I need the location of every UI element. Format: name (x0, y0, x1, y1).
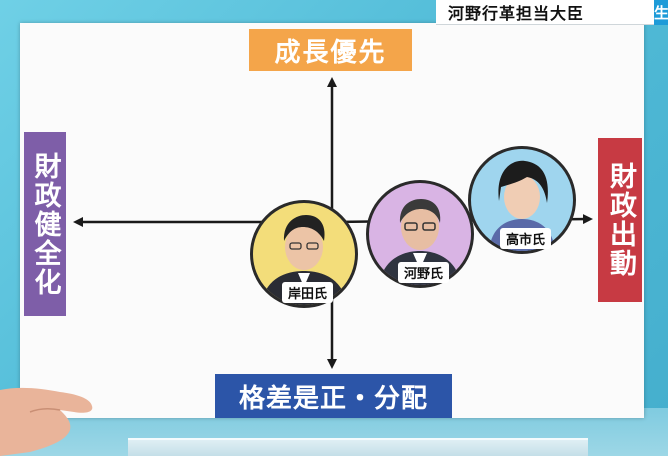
caption-tag: 生 (654, 0, 668, 25)
name-plate-kishida: 岸田氏 (282, 282, 334, 303)
axis-label-right: 財政出動 (598, 138, 642, 302)
caption-text: 河野行革担当大臣 (448, 4, 585, 23)
news-caption: 河野行革担当大臣 生 (436, 0, 668, 25)
name-plate-takaichi: 高市氏 (500, 228, 552, 249)
axis-label-left: 財政健全化 (24, 132, 66, 316)
studio-desk (128, 438, 588, 456)
axis-label-bottom: 格差是正・分配 (215, 374, 452, 418)
axis-label-top: 成長優先 (249, 29, 412, 71)
presenter-hand (0, 387, 93, 456)
name-plate-kono: 河野氏 (398, 262, 450, 283)
